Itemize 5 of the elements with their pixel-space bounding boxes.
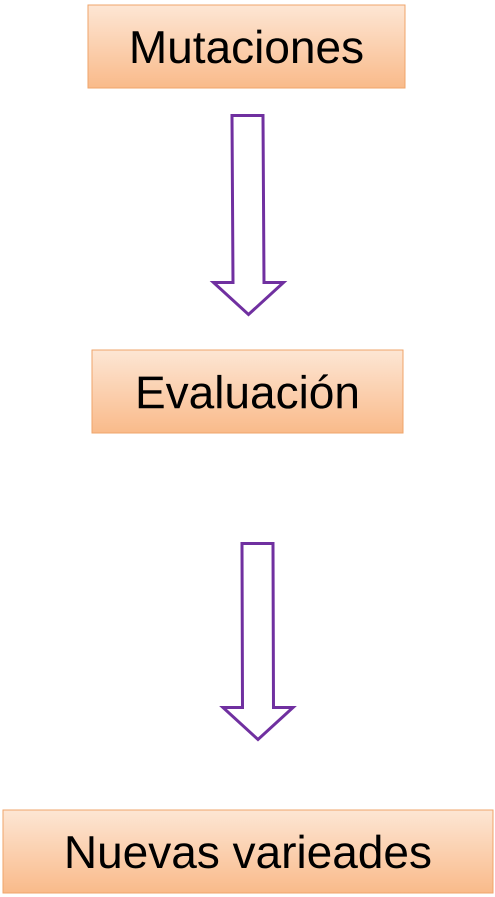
- block-arrow: [219, 542, 297, 742]
- block-arrow: [210, 114, 288, 317]
- process-box: Mutaciones: [88, 4, 406, 88]
- process-box: Nuevas varieades: [2, 810, 494, 894]
- process-box: Evaluación: [92, 350, 404, 434]
